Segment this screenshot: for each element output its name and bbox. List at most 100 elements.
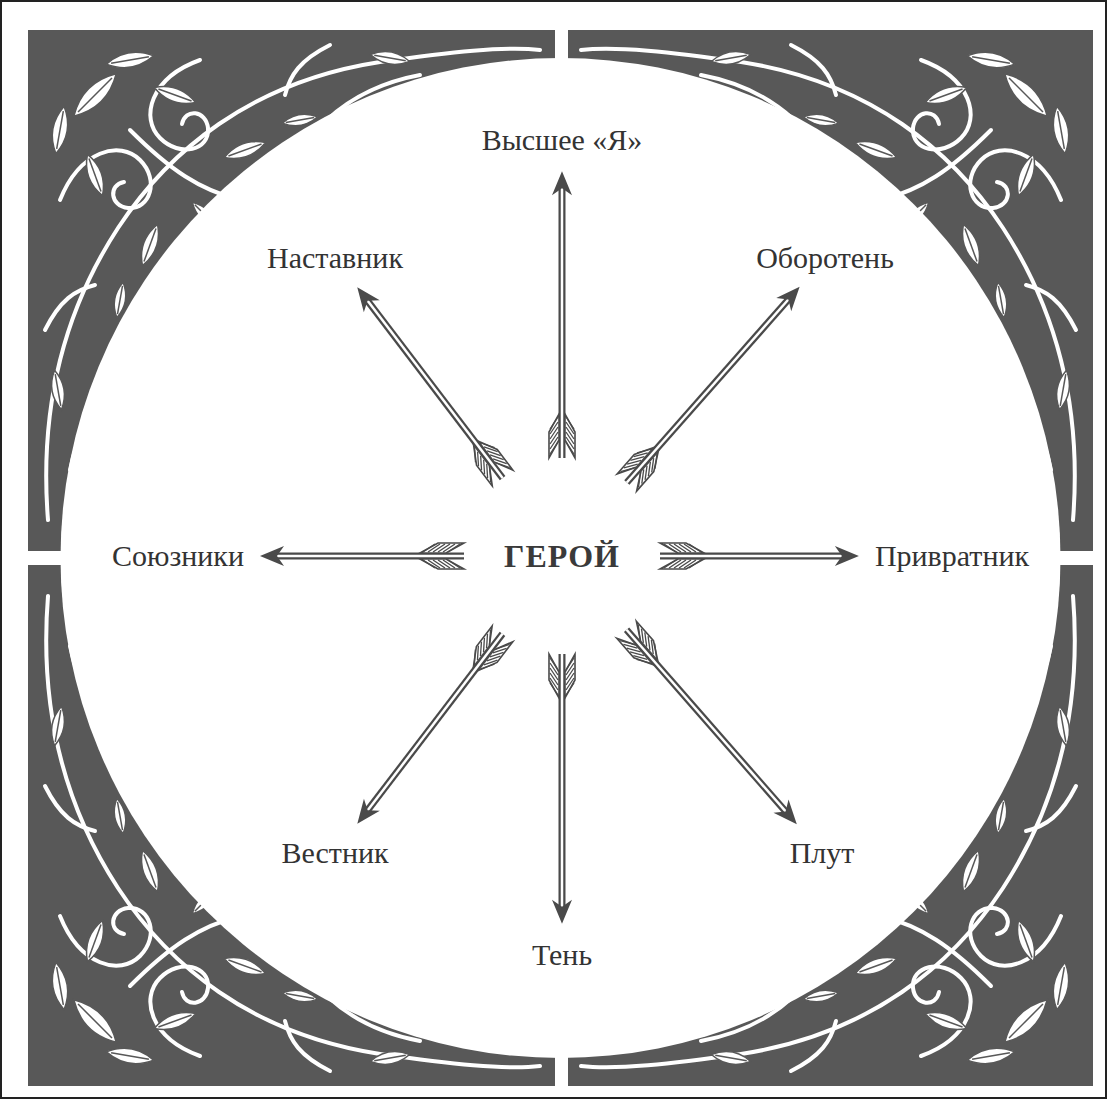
feather-hatch — [645, 640, 659, 654]
leaf — [369, 1049, 410, 1068]
leaf-vein — [1020, 924, 1032, 957]
vine-stroke — [791, 1021, 836, 1071]
leaf-vein — [1060, 710, 1066, 742]
feather-hatch — [630, 451, 644, 465]
leaf — [1050, 961, 1073, 1011]
leaf-vein — [117, 802, 122, 830]
archetype-label: Привратник — [869, 535, 1035, 578]
arrow-fletching — [660, 543, 704, 569]
leaf-vein — [117, 286, 122, 314]
feather-hatch — [635, 629, 649, 643]
feather-hatch — [468, 650, 482, 664]
vine-stroke — [285, 45, 330, 95]
leaf-blade — [1054, 705, 1073, 746]
feather-hatch — [689, 544, 701, 552]
feather-hatch — [633, 650, 647, 664]
leaf-blade — [369, 1049, 410, 1068]
feather-hatch — [630, 647, 644, 661]
leaf-blade — [1050, 961, 1073, 1011]
arrow-fletching — [465, 626, 512, 677]
arrow-shaft-core — [660, 555, 845, 558]
leaf — [105, 1045, 155, 1068]
leaf-blade — [105, 49, 155, 72]
arrow-fletching — [617, 441, 666, 491]
arrow-group — [617, 280, 807, 491]
vine-stroke — [1026, 786, 1076, 831]
archetype-label: Наставник — [261, 237, 409, 280]
leaf-vein — [57, 111, 64, 149]
feather-vane — [660, 559, 704, 569]
node-text: Плут — [790, 836, 855, 871]
leaf-vein — [158, 1015, 191, 1027]
feather-hatch — [649, 454, 663, 468]
arrow-head — [776, 280, 807, 311]
leaf-blade — [966, 49, 1016, 72]
leaf-vein — [1009, 1004, 1043, 1038]
arrow-shaft — [366, 634, 503, 813]
arrow-shaft — [627, 297, 791, 482]
leaf — [1050, 105, 1073, 155]
leaf-vein — [89, 158, 101, 191]
leaf-blade — [152, 81, 198, 108]
leaf — [49, 961, 72, 1011]
leaf-vein — [374, 1055, 406, 1061]
archetype-label: Вестник — [275, 832, 394, 875]
feather-hatch — [566, 683, 574, 695]
leaf-blade — [152, 1007, 198, 1034]
feather-hatch — [624, 459, 638, 473]
leaf-vein — [111, 1053, 149, 1060]
vine-stroke — [970, 908, 1061, 966]
leaf-blade — [49, 105, 72, 155]
leaf-vein — [286, 117, 314, 122]
node-text: Наставник — [267, 241, 403, 276]
leaf-blade — [67, 67, 122, 122]
leaf — [152, 1007, 198, 1034]
leaf — [152, 81, 198, 108]
vine-stroke — [285, 1021, 330, 1071]
leaf — [369, 49, 410, 68]
archetype-label: Высшее «Я» — [476, 119, 649, 162]
vine-stroke — [970, 150, 1061, 208]
leaf — [710, 49, 751, 68]
central-circle — [61, 58, 1061, 1058]
arrow-fletching — [466, 435, 513, 486]
node-text: Союзники — [112, 539, 244, 574]
feather-hatch — [477, 638, 491, 652]
leaf-blade — [1054, 369, 1073, 410]
feather-hatch — [639, 466, 653, 480]
leaf-blade — [49, 369, 68, 410]
feather-hatch — [620, 635, 634, 649]
leaf-blade — [49, 961, 72, 1011]
node-text: ГЕРОЙ — [504, 538, 620, 575]
node-text: Тень — [532, 938, 592, 973]
feather-vane — [565, 654, 575, 698]
feather-hatch — [637, 444, 651, 458]
leaf — [966, 1045, 1016, 1068]
leaf — [1054, 705, 1073, 746]
feather-hatch — [480, 464, 494, 478]
arrow-group — [349, 281, 513, 486]
leaf-blade — [710, 49, 751, 68]
leaf — [67, 993, 122, 1048]
arrow-shaft — [366, 298, 503, 478]
leaf-vein — [965, 854, 977, 887]
hero-label: ГЕРОЙ — [498, 534, 626, 579]
feather-vane — [478, 435, 513, 476]
leaf-blade — [923, 1007, 969, 1034]
archetype-label: Оборотень — [750, 237, 900, 280]
arrow-fletching — [617, 621, 666, 671]
arrow-group — [349, 626, 512, 830]
leaf-vein — [78, 78, 112, 112]
node-text: Оборотень — [756, 241, 894, 276]
feather-hatch — [471, 452, 485, 466]
feather-hatch — [550, 683, 558, 695]
arrow-shaft-core — [274, 555, 464, 558]
feather-vane — [420, 543, 464, 553]
feather-hatch — [480, 634, 494, 648]
leaf-blade — [923, 81, 969, 108]
feather-hatch — [550, 417, 558, 429]
feather-hatch — [471, 646, 485, 660]
feather-hatch — [623, 639, 637, 653]
